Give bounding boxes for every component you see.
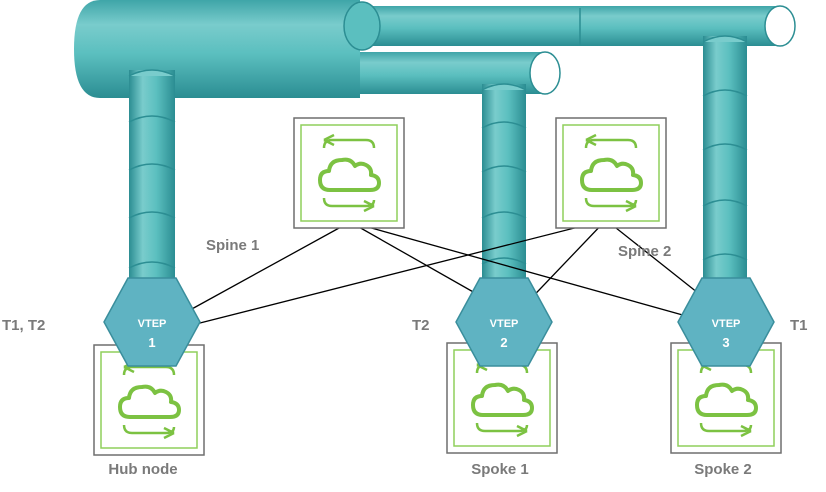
vtep-number: 2 bbox=[500, 335, 507, 350]
fabric-tubes bbox=[74, 0, 796, 310]
vtep-2[interactable]: VTEP 2 bbox=[455, 277, 553, 367]
spoke-1-label: Spoke 1 bbox=[471, 461, 529, 478]
link-spine2-vtep1 bbox=[195, 219, 607, 325]
hub-node-label: Hub node bbox=[108, 461, 177, 478]
vtep-label: VTEP bbox=[138, 318, 167, 330]
links bbox=[189, 219, 723, 327]
vtep-label: VTEP bbox=[490, 318, 519, 330]
tunnel-label-vtep1: T1, T2 bbox=[2, 317, 45, 334]
vtep-number: 1 bbox=[148, 335, 155, 350]
spine-1[interactable] bbox=[292, 116, 406, 230]
tube-main-left bbox=[74, 0, 360, 98]
vtep-number: 3 bbox=[722, 335, 729, 350]
spine-2-label: Spine 2 bbox=[618, 243, 671, 260]
spoke-2-label: Spoke 2 bbox=[694, 461, 752, 478]
tunnel-label-vtep2: T2 bbox=[412, 317, 430, 334]
tube-vertical-1 bbox=[129, 70, 175, 310]
spine-2[interactable] bbox=[554, 116, 668, 230]
spine-1-label: Spine 1 bbox=[206, 237, 259, 254]
tube-vertical-3 bbox=[703, 36, 747, 310]
router-cloud-icon bbox=[554, 116, 668, 230]
vtep-label: VTEP bbox=[712, 318, 741, 330]
link-spine1-vtep1 bbox=[189, 221, 351, 311]
tunnel-label-vtep3: T1 bbox=[790, 317, 808, 334]
tube-vertical-2 bbox=[482, 84, 526, 310]
vtep-3[interactable]: VTEP 3 bbox=[677, 277, 775, 367]
vtep-1[interactable]: VTEP 1 bbox=[103, 277, 201, 367]
router-cloud-icon bbox=[292, 116, 406, 230]
link-spine1-vtep3 bbox=[349, 221, 723, 327]
